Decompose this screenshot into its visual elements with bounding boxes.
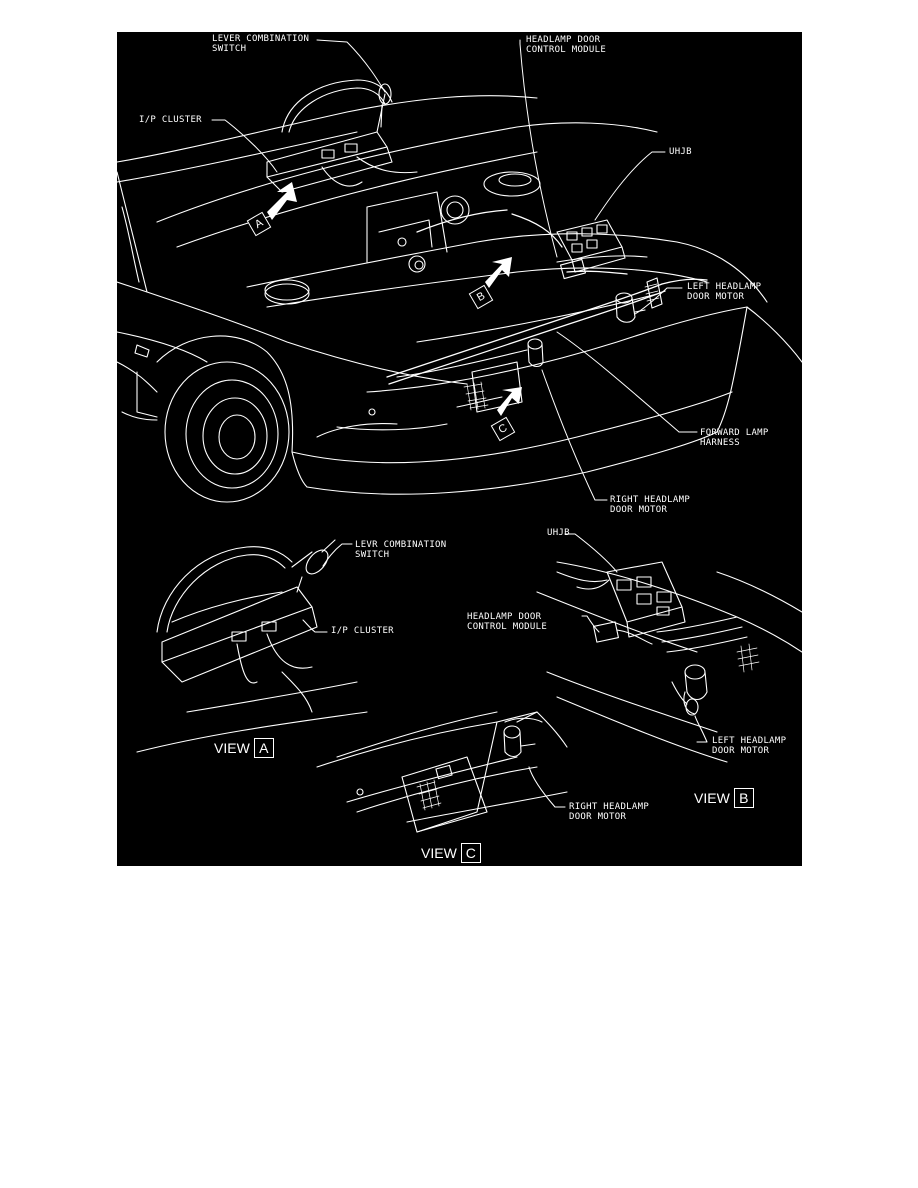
label-view-b-uhjb: UHJB	[547, 528, 570, 538]
view-a-caption: VIEW A	[214, 738, 274, 758]
lamp-grid-main	[463, 283, 660, 411]
label-uhjb: UHJB	[669, 147, 692, 157]
label-left-headlamp-door-motor: LEFT HEADLAMP DOOR MOTOR	[687, 282, 762, 302]
harness-main	[386, 209, 708, 385]
label-view-b-headlamp-module: HEADLAMP DOOR CONTROL MODULE	[467, 612, 548, 632]
module-main	[560, 258, 586, 280]
label-view-a-lever-switch: LEVR COMBINATION SWITCH	[355, 540, 447, 560]
view-c-caption: VIEW C	[421, 843, 481, 863]
view-a-art	[136, 539, 368, 753]
label-forward-lamp-harness: FORWARD LAMP HARNESS	[700, 428, 769, 448]
view-b-box: B	[733, 788, 754, 808]
label-right-headlamp-door-motor: RIGHT HEADLAMP DOOR MOTOR	[610, 495, 691, 515]
car-body	[117, 95, 802, 503]
label-ip-cluster: I/P CLUSTER	[139, 115, 202, 125]
dashboard-main	[266, 79, 418, 193]
diagram-artwork	[117, 39, 802, 833]
wiring-diagram: A B C LEVER COMBINATION SWITCH I/P CLUST…	[117, 32, 802, 866]
view-b-caption: VIEW B	[694, 788, 754, 808]
label-lever-combination-switch: LEVER COMBINATION SWITCH	[212, 34, 310, 54]
uhjb-main	[556, 219, 626, 273]
arrows-main	[267, 182, 522, 416]
view-b-art	[536, 533, 802, 763]
left-motor-main	[615, 277, 663, 323]
view-c-box: C	[460, 843, 481, 863]
label-view-c-right-motor: RIGHT HEADLAMP DOOR MOTOR	[569, 802, 650, 822]
label-headlamp-door-control-module: HEADLAMP DOOR CONTROL MODULE	[526, 35, 607, 55]
view-a-box: A	[253, 738, 274, 758]
view-c-art	[316, 711, 568, 833]
label-view-a-ip-cluster: I/P CLUSTER	[331, 626, 394, 636]
right-motor-main	[456, 338, 544, 413]
leaders-main	[211, 39, 698, 501]
label-view-b-left-motor: LEFT HEADLAMP DOOR MOTOR	[712, 736, 787, 756]
